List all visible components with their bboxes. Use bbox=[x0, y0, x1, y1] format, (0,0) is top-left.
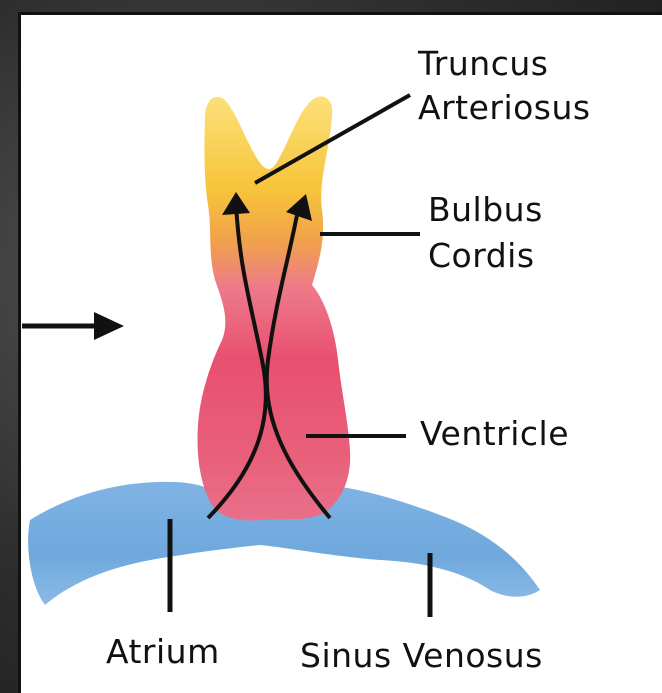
pointer-arrow bbox=[22, 312, 124, 340]
heart-tube-shape bbox=[198, 96, 351, 520]
label-ventricle: Ventricle bbox=[420, 414, 569, 454]
truncus-leader bbox=[255, 95, 410, 183]
label-truncus-line2: Arteriosus bbox=[418, 88, 591, 128]
label-atrium: Atrium bbox=[106, 632, 220, 672]
label-truncus-line1: Truncus bbox=[418, 44, 548, 84]
label-sinus-venosus: Sinus Venosus bbox=[300, 636, 543, 676]
label-bulbus-line1: Bulbus bbox=[428, 190, 543, 230]
label-bulbus-line2: Cordis bbox=[428, 236, 535, 276]
